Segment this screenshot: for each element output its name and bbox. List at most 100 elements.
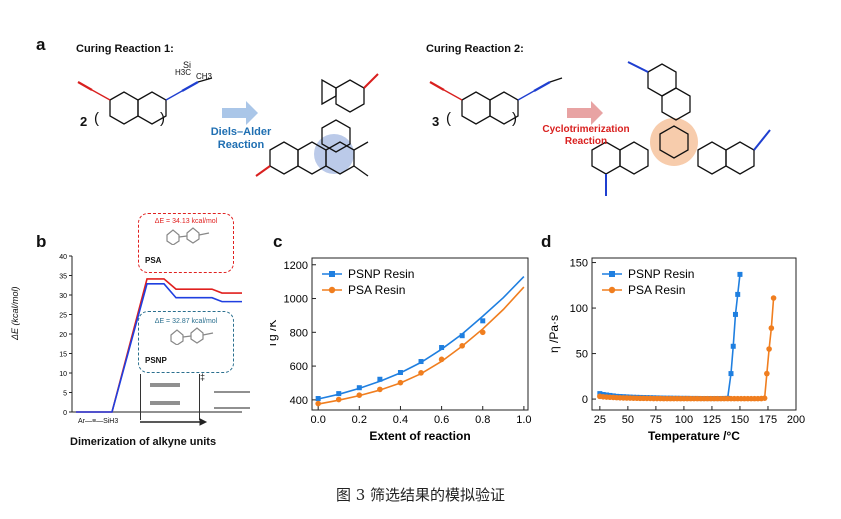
psnp-ts-box: ΔE = 32.87 kcal/mol PSNP <box>138 311 234 373</box>
h3c-label: H3C <box>175 68 192 77</box>
data-point-psa-resin <box>315 400 321 407</box>
psnp-label: PSNP <box>145 356 167 365</box>
figure-caption: 图 3 筛选结果的模拟验证 <box>335 486 506 504</box>
x-tick-label: 0.8 <box>475 414 490 426</box>
reaction-sketch <box>140 383 250 426</box>
y-axis-label: Tg /K <box>270 320 279 349</box>
legend-marker-psnp-resin <box>329 271 335 277</box>
panel-d-letter: d <box>541 232 552 251</box>
legend-marker-psa-resin <box>608 286 616 294</box>
panel-b-xlabel: Dimerization of alkyne units <box>70 436 217 448</box>
data-point-psnp-resin <box>730 343 736 349</box>
data-point-psnp-resin <box>377 376 383 382</box>
cyclotrimerization-label-line1: Cyclotrimerization <box>542 124 630 135</box>
reaction1-coefficient: 2 <box>80 114 88 129</box>
y-tick-label: 1200 <box>284 260 308 272</box>
x-tick-label: 75 <box>650 414 662 426</box>
data-point-psnp-resin <box>732 311 738 317</box>
data-point-psa-resin <box>768 325 775 331</box>
psa-label: PSA <box>145 256 162 265</box>
y-tick-label: 400 <box>290 395 308 407</box>
y-tick-label: 100 <box>570 303 588 315</box>
si-label: Si <box>183 60 192 70</box>
legend-label-psa-resin: PSA Resin <box>348 283 405 297</box>
data-point-psnp-resin <box>439 345 445 351</box>
y-tick-label: 10 <box>59 371 67 378</box>
plot-frame <box>591 257 797 411</box>
y-tick-label: 25 <box>59 313 67 320</box>
data-point-psnp-resin <box>336 391 342 397</box>
series-line-psa-resin <box>599 297 775 400</box>
y-tick-label: 30 <box>59 293 67 300</box>
ts-dagger: ‡ <box>200 372 206 382</box>
monomer-1 <box>77 77 213 125</box>
y-tick-label: 0 <box>63 410 67 417</box>
psa-structure-image <box>166 227 210 246</box>
legend-label-psnp-resin: PSNP Resin <box>628 267 694 281</box>
y-axis-label: η /Pa·s <box>547 315 561 353</box>
data-point-psa-resin <box>418 370 424 376</box>
legend-marker-psnp-resin <box>609 271 615 277</box>
diels-alder-arrow <box>222 101 258 125</box>
psnp-structure-image <box>170 327 214 346</box>
x-tick-label: 0.4 <box>393 414 408 426</box>
reaction1-paren-open: ( <box>94 110 99 127</box>
x-axis-label: Extent of reaction <box>369 429 470 443</box>
x-axis-label: Temperature /°C <box>648 429 740 443</box>
y-tick-label: 50 <box>576 349 588 361</box>
y-tick-label: 150 <box>570 258 588 270</box>
data-point-psnp-resin <box>459 333 465 339</box>
x-tick-label: 0.2 <box>352 414 367 426</box>
product-1 <box>255 73 379 177</box>
y-tick-label: 35 <box>59 274 67 281</box>
data-point-psnp-resin <box>356 385 362 391</box>
y-tick-label: 600 <box>290 361 308 373</box>
panel-b-letter: b <box>36 232 47 251</box>
diels-alder-label-line1: Diels–Alder <box>210 126 272 138</box>
y-tick-label: 40 <box>59 254 67 261</box>
x-tick-label: 1.0 <box>516 414 531 426</box>
reaction-scheme <box>77 61 771 196</box>
data-point-psnp-resin <box>737 271 743 277</box>
legend-marker-psa-resin <box>328 286 336 294</box>
x-tick-label: 150 <box>731 414 749 426</box>
y-tick-label: 5 <box>63 391 67 398</box>
energy-curve-psnp <box>76 283 242 413</box>
ch3-label: CH3 <box>196 72 213 81</box>
reactant-label: Ar—≡—SiH3 <box>78 418 119 425</box>
psa-energy-text: ΔE = 34.13 kcal/mol <box>154 218 218 225</box>
legend-label-psa-resin: PSA Resin <box>628 283 685 297</box>
diels-alder-label-line2: Reaction <box>217 139 265 151</box>
reaction2-paren-open: ( <box>446 110 451 127</box>
diels-alder-label: Diels–Alder Reaction <box>206 126 276 152</box>
monomer-2 <box>429 77 563 125</box>
reaction1-paren-close: ) <box>160 110 165 127</box>
data-point-psa-resin <box>761 395 768 401</box>
ts-bracket <box>140 374 200 420</box>
data-point-psnp-resin <box>480 318 486 324</box>
plot-frame <box>311 257 529 411</box>
product-2 <box>591 61 771 196</box>
data-point-psnp-resin <box>418 359 424 365</box>
data-point-psa-resin <box>438 356 445 363</box>
reaction2-paren-close: ) <box>512 110 517 127</box>
reaction1-title: Curing Reaction 1: <box>76 43 174 55</box>
legend-label-psnp-resin: PSNP Resin <box>348 267 414 281</box>
panel-c-letter: c <box>273 232 283 251</box>
x-tick-label: 175 <box>759 414 777 426</box>
reaction2-title: Curing Reaction 2: <box>426 43 524 55</box>
data-point-psa-resin <box>764 370 770 377</box>
x-tick-label: 0.0 <box>311 414 326 426</box>
y-tick-label: 800 <box>290 327 308 339</box>
data-point-psa-resin <box>766 346 772 352</box>
y-tick-label: 1000 <box>284 294 308 306</box>
data-point-psa-resin <box>335 396 342 403</box>
data-point-psa-resin <box>397 379 404 386</box>
reaction2-coefficient: 3 <box>432 114 440 129</box>
panel-b-ylabel: ΔE (kcal/mol) <box>10 286 20 340</box>
psnp-energy-text: ΔE = 32.87 kcal/mol <box>154 318 218 325</box>
x-tick-label: 50 <box>622 414 634 426</box>
